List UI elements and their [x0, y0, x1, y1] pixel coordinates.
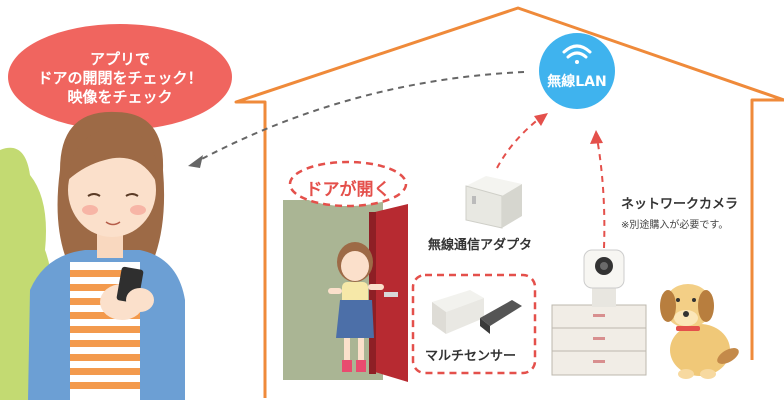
adapter-device: [465, 176, 522, 229]
dog-figure: [660, 284, 739, 379]
speech-bubble-line-2: ドアの開閉をチェック！: [37, 69, 203, 87]
speech-bubble-line-3: 映像をチェック: [67, 88, 173, 106]
arrow-adapter-to-wifi: [496, 117, 541, 169]
house-outline: [234, 6, 784, 398]
arrow-camera-to-wifi: [596, 137, 606, 249]
speech-bubble-text: アプリで ドアの開閉をチェック！ 映像をチェック: [22, 50, 218, 107]
arrow-head-wifi-left: [534, 113, 548, 126]
adapter-label: 無線通信アダプタ: [428, 238, 533, 253]
sensor-label: マルチセンサー: [425, 349, 517, 364]
arrow-wifi-to-phone: [195, 71, 525, 163]
wifi-circle: [539, 33, 615, 109]
arrow-head-wifi-right: [590, 130, 603, 144]
girl-figure: [328, 242, 384, 372]
woman-figure: [28, 111, 185, 400]
wifi-label: 無線LAN: [547, 74, 607, 90]
door-event-label: ドアが開く: [305, 180, 391, 200]
camera-label: ネットワークカメラ: [621, 197, 739, 212]
network-camera-device: [583, 249, 625, 307]
wifi-icon: [562, 44, 592, 64]
camera-note: ※別途購入が必要です。: [621, 220, 729, 231]
dresser: [551, 304, 647, 376]
sensor-dashed-box: [411, 273, 537, 375]
door-event-oval: [288, 160, 408, 208]
speech-bubble-line-1: アプリで: [89, 50, 150, 68]
arrow-head-phone: [188, 155, 203, 168]
multi-sensor-device: [432, 290, 522, 334]
